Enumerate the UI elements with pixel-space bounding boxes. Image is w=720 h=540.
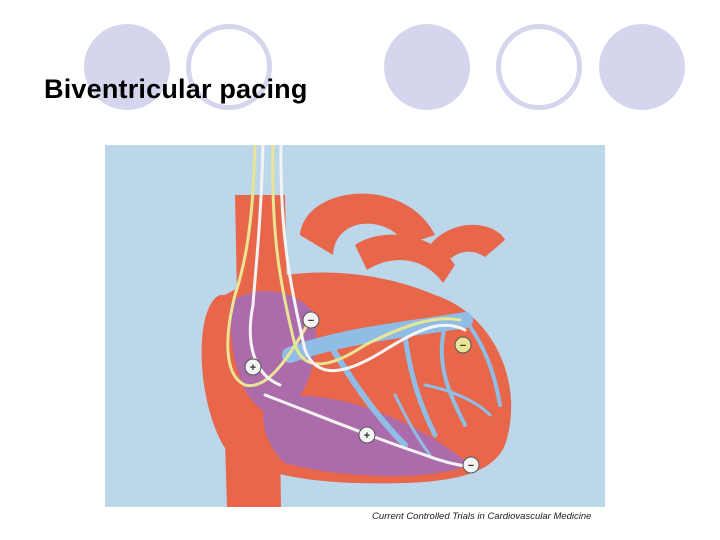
decor-circle-1 bbox=[84, 24, 170, 110]
decor-circle-2 bbox=[186, 24, 272, 110]
coronary-vessels bbox=[282, 312, 502, 457]
electrode-lv: − bbox=[454, 336, 472, 354]
decor-circle-5 bbox=[599, 24, 685, 110]
svg-text:−: − bbox=[460, 340, 466, 352]
svg-text:+: + bbox=[250, 362, 256, 374]
figure-caption: Current Controlled Trials in Cardiovascu… bbox=[372, 511, 592, 522]
svg-text:−: − bbox=[308, 315, 314, 327]
electrode-septum: + bbox=[358, 426, 376, 444]
svg-text:−: − bbox=[468, 460, 474, 472]
electrode-ra-lower: + bbox=[244, 358, 262, 376]
slide-title: Biventricular pacing bbox=[44, 74, 308, 104]
decor-circle-3 bbox=[384, 24, 470, 110]
electrode-ra-upper: − bbox=[302, 311, 320, 329]
heart-pacing-illustration: − + − + − bbox=[105, 145, 605, 507]
svg-text:+: + bbox=[364, 430, 370, 442]
decor-circle-4 bbox=[496, 24, 582, 110]
electrode-apex: − bbox=[462, 456, 480, 474]
